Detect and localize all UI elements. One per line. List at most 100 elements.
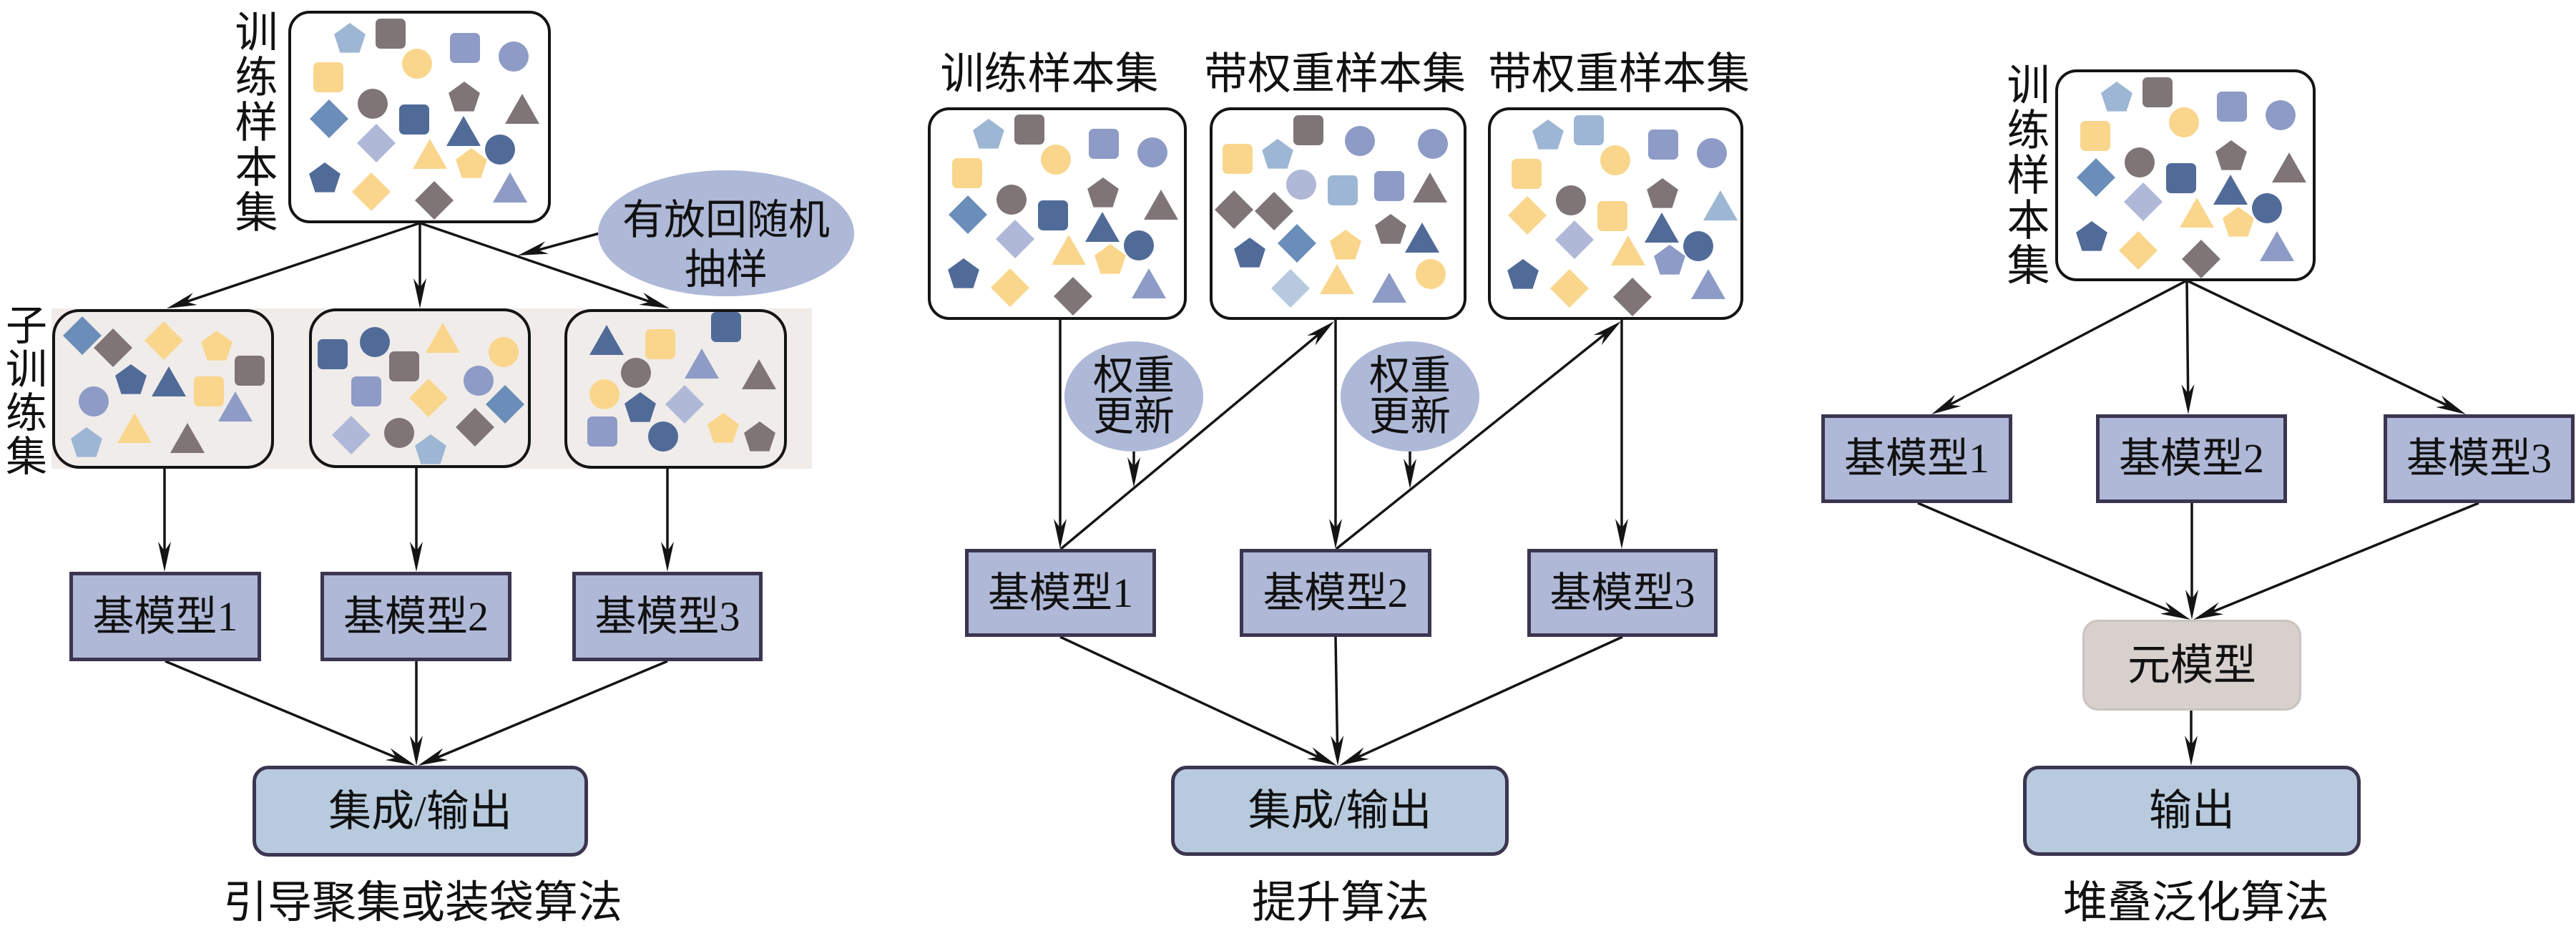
arrowhead-icon — [1329, 519, 1342, 549]
arrowhead-icon — [1404, 459, 1416, 489]
sample-diamond-yellow — [409, 379, 448, 417]
sample-square-darkblue — [2166, 163, 2196, 193]
arrowhead-icon — [410, 542, 423, 572]
sample-triangle-periwinkle — [685, 348, 719, 379]
sample-square-yellow — [194, 376, 224, 406]
sample-pentagon-darkblue — [309, 162, 341, 192]
sample-pentagon-darkblue — [625, 392, 656, 422]
sample-diamond-steelblue — [949, 195, 987, 234]
arrow-source-to-subset-1 — [185, 222, 420, 303]
weight-update-line-2: 更新 — [1093, 394, 1175, 439]
subset-box-1 — [52, 309, 274, 469]
sample-square-gray — [235, 356, 265, 386]
sample-circle-periwinkle — [464, 366, 494, 396]
sample-triangle-periwinkle — [1372, 273, 1406, 303]
sample-pentagon-yellow — [1094, 244, 1126, 274]
sample-square-yellow — [2080, 121, 2110, 151]
sample-diamond-yellow — [2119, 231, 2158, 270]
arrow-source-to-model-1 — [1949, 280, 2186, 406]
sample-triangle-darkblue — [1645, 213, 1679, 243]
base-model-3: 基模型3 — [2384, 414, 2575, 503]
sample-pentagon-gray — [1647, 178, 1678, 208]
sample-circle-periwinkle — [1418, 129, 1448, 159]
sample-diamond-steelblue — [486, 385, 524, 424]
sample-pentagon-yellow — [707, 413, 739, 443]
arrowhead-icon — [518, 241, 549, 255]
sample-diamond-steelblue — [63, 316, 102, 355]
sample-circle-yellow — [489, 337, 519, 367]
ensemble-output-box: 集成/输出 — [253, 766, 588, 857]
subsets-label: 子训练集 — [0, 303, 46, 478]
arrow-model-2-to-output — [1334, 636, 1339, 746]
sample-pentagon-lightblue — [1262, 139, 1293, 169]
subset-3-samples — [587, 312, 776, 452]
arrowhead-icon — [1054, 519, 1067, 549]
sample-pentagon-gray — [1087, 177, 1119, 208]
meta-model-box: 元模型 — [2082, 620, 2301, 711]
sample-diamond-lavender — [357, 124, 396, 162]
sample-triangle-yellow — [426, 323, 460, 353]
sample-square-gray — [376, 19, 406, 49]
base-model-1: 基模型1 — [965, 549, 1156, 637]
sample-circle-periwinkle — [1345, 126, 1375, 156]
arrowhead-icon — [158, 542, 171, 572]
arrow-source-to-model-3 — [2188, 280, 2448, 407]
arrowhead-icon — [639, 292, 670, 308]
weight-update-ellipse-2: 权重 更新 — [1341, 341, 1479, 452]
base-model-3: 基模型3 — [1527, 549, 1718, 637]
sample-diamond-gray — [1215, 190, 1253, 229]
sample-diamond-yellow — [352, 172, 391, 211]
sample-triangle-lightblue — [1703, 190, 1738, 220]
arrowhead-icon — [2193, 602, 2224, 620]
sample-triangle-gray — [1413, 172, 1447, 203]
sample-circle-periwinkle — [79, 386, 109, 416]
sample-triangle-gray — [1144, 190, 1178, 220]
sample-circle-periwinkle — [1697, 138, 1727, 168]
sample-triangle-darkblue — [589, 325, 624, 355]
sample-pentagon-darkblue — [948, 258, 979, 288]
sample-triangle-gray — [2272, 152, 2306, 182]
base-model-1: 基模型1 — [69, 572, 261, 661]
sample-square-yellow — [313, 62, 343, 92]
sample-circle-darkblue — [1124, 230, 1154, 260]
arrowhead-icon — [167, 293, 197, 308]
sample-circle-gray — [621, 358, 651, 388]
sampling-note-line-2: 抽样 — [684, 246, 768, 293]
arrowhead-icon — [413, 278, 426, 308]
sample-circle-lavender — [1286, 170, 1316, 200]
arrowhead-icon — [2185, 736, 2198, 766]
sample-circle-yellow — [1600, 145, 1630, 175]
sample-circle-gray — [2125, 147, 2155, 177]
sample-triangle-periwinkle — [218, 391, 253, 421]
sample-square-periwinkle — [450, 33, 480, 63]
training-set-samples — [309, 19, 539, 220]
sample-triangle-periwinkle — [2260, 231, 2294, 261]
sample-set-label-3: 带权重样本集 — [1487, 50, 1750, 99]
sample-circle-darkblue — [360, 327, 390, 357]
sample-diamond-lavender — [1555, 220, 1594, 259]
sample-pentagon-lightblue — [415, 434, 446, 464]
sample-square-gray — [1293, 115, 1323, 145]
sample-pentagon-yellow — [201, 331, 232, 361]
sample-pentagon-yellow — [2223, 207, 2254, 237]
subset-1-samples — [63, 316, 265, 457]
sample-pentagon-gray — [744, 421, 775, 452]
base-model-3: 基模型3 — [572, 572, 763, 661]
sample-pentagon-gray — [2215, 140, 2247, 170]
sample-diamond-steelblue — [310, 99, 348, 138]
sample-set-label-2: 带权重样本集 — [1203, 50, 1466, 99]
subset-box-3 — [564, 309, 787, 469]
sample-diamond-gray — [415, 181, 454, 220]
sample-triangle-darkblue — [2213, 175, 2248, 205]
sample-triangle-periwinkle — [1691, 269, 1725, 299]
training-set-samples — [2076, 77, 2306, 278]
base-model-2: 基模型2 — [1240, 549, 1431, 637]
sample-diamond-lavender — [996, 220, 1034, 258]
sample-diamond-gray — [2182, 240, 2220, 278]
base-model-1: 基模型1 — [1821, 414, 2012, 503]
